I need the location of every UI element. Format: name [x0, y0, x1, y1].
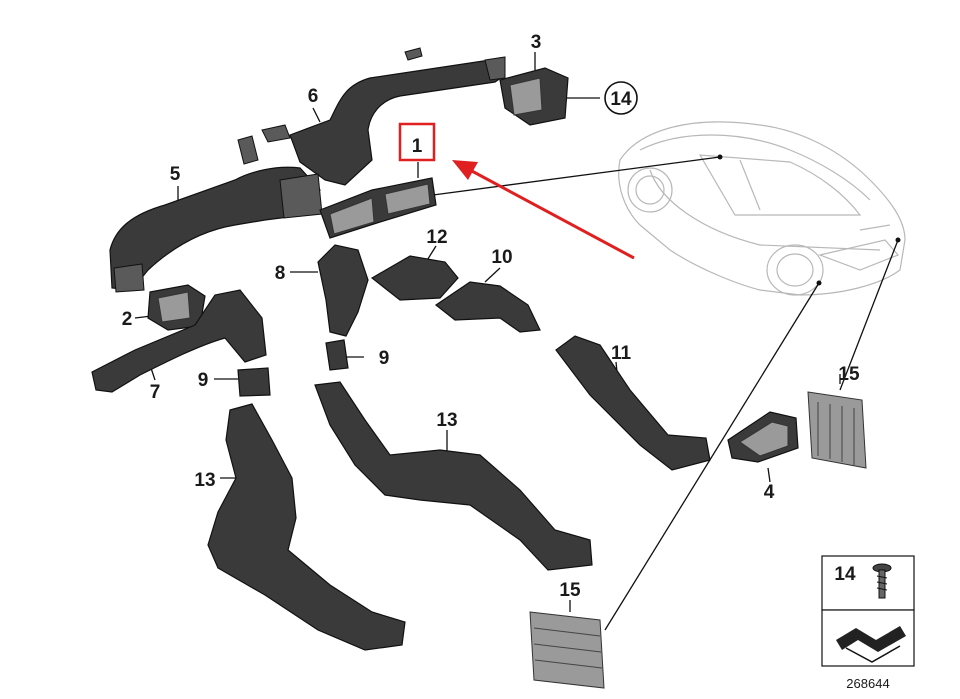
label-1: 1 — [412, 136, 423, 157]
part-3-vent — [499, 67, 569, 126]
label-10: 10 — [491, 247, 512, 268]
part-9b-clip — [237, 367, 271, 397]
part-4-vent — [727, 411, 799, 463]
car-point-15-right — [895, 237, 901, 243]
label-2: 2 — [122, 309, 133, 330]
label-3: 3 — [531, 32, 542, 53]
label-9b: 9 — [198, 370, 209, 391]
label-9a: 9 — [379, 348, 390, 369]
label-13a: 13 — [194, 470, 215, 491]
part-5-duct — [109, 135, 323, 293]
label-12: 12 — [426, 227, 447, 248]
label-4: 4 — [764, 482, 775, 503]
red-arrow — [452, 160, 635, 260]
part-1-center-vent — [319, 177, 437, 239]
label-11: 11 — [611, 343, 632, 364]
legend-box: 14 — [821, 555, 915, 667]
circle-14 — [604, 81, 638, 115]
part-8-bracket — [317, 244, 369, 337]
part-12-duct — [370, 255, 459, 301]
part-9a-clip — [325, 339, 349, 371]
label-5: 5 — [170, 164, 181, 185]
part-2-vent — [147, 284, 206, 331]
car-point-15-left — [816, 280, 822, 286]
part-15-grille-right — [807, 391, 867, 469]
part-11-duct — [555, 335, 711, 471]
part-6-duct — [261, 47, 506, 186]
label-14: 14 — [610, 89, 632, 110]
part-7-duct — [91, 289, 267, 393]
label-8: 8 — [275, 263, 286, 284]
panel-arrow-icon — [836, 626, 906, 663]
label-13b: 13 — [436, 410, 457, 431]
label-7: 7 — [150, 382, 161, 403]
part-13b-duct — [314, 381, 593, 571]
car-point-1 — [717, 154, 723, 160]
part-13a-duct — [207, 403, 406, 651]
label-15a: 15 — [838, 364, 860, 385]
part-15-grille-bottom — [529, 611, 605, 689]
highlight-box — [398, 122, 436, 162]
part-10-duct — [434, 281, 541, 333]
reference-number: 268644 — [846, 676, 889, 691]
legend-14-label: 14 — [834, 564, 856, 585]
label-15b: 15 — [559, 580, 581, 601]
screw-icon — [872, 563, 892, 599]
car-outline — [618, 121, 906, 296]
label-6: 6 — [308, 86, 319, 107]
